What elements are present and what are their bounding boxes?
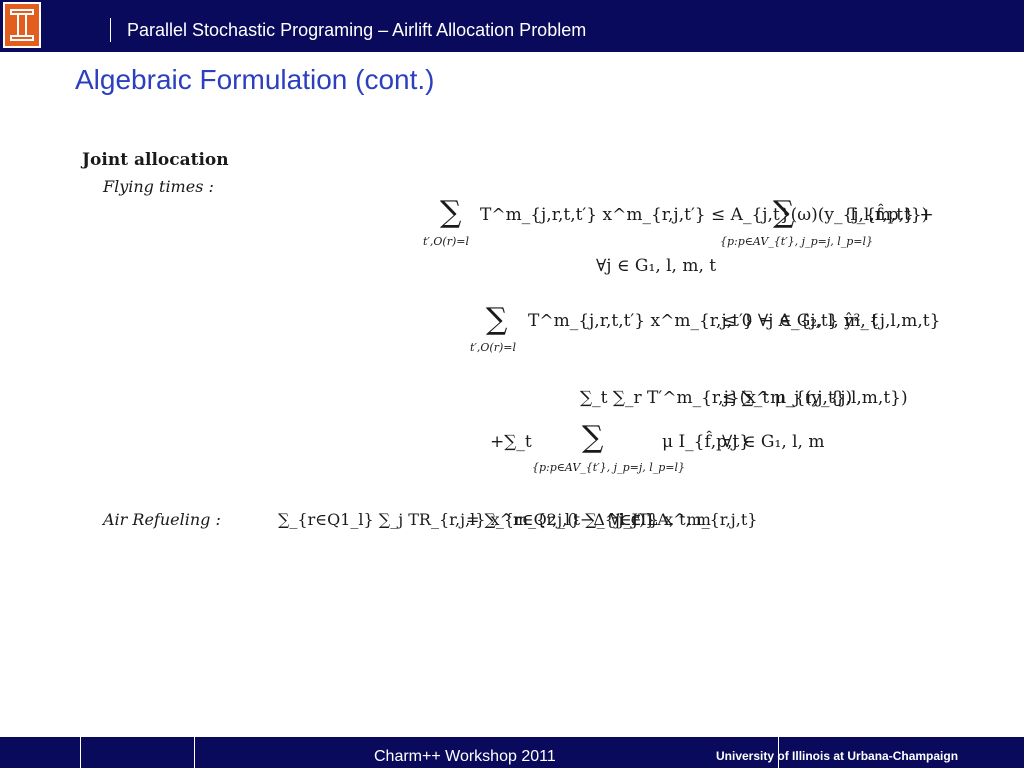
equation-rhs: ≤ 0 ∀j ∈ G₂, l, m, t bbox=[722, 311, 878, 331]
slide-title: Algebraic Formulation (cont.) bbox=[75, 64, 435, 95]
equation-lhs: T^m_{j,r,t,t′} x^m_{r,j,t′} − A_{j,t} ŷ²… bbox=[528, 311, 941, 331]
header-bar: Parallel Stochastic Programing – Airlift… bbox=[0, 0, 1024, 52]
flying-times-label: Flying times : bbox=[103, 177, 214, 196]
equation-lhs: T^m_{j,r,t,t′} x^m_{r,j,t′} ≤ A_{j,t}(ω)… bbox=[480, 205, 934, 225]
summation-symbol: ∑ bbox=[440, 195, 462, 230]
summation-subscript: {p:p∈AV_{t′}, j_p=j, l_p=l} bbox=[720, 235, 874, 248]
footer-bar bbox=[0, 737, 1024, 768]
equation-rhs: = ∑_{r∈Q2_l} ∑_{j∈JT} x^m_{r,j,t} bbox=[466, 510, 758, 529]
footer-separator bbox=[80, 737, 81, 768]
footer-separator bbox=[194, 737, 195, 768]
equation-line2-prefix: +∑_t bbox=[490, 432, 532, 452]
equation-quantifier: ∀j ∈ G₁, l, m bbox=[722, 432, 825, 452]
summation-symbol: ∑ bbox=[773, 195, 795, 230]
summation-symbol: ∑ bbox=[486, 302, 508, 337]
footer-institution: University of Illinois at Urbana-Champai… bbox=[716, 749, 959, 763]
footer-event: Charm++ Workshop 2011 bbox=[374, 748, 556, 765]
header-separator bbox=[110, 18, 111, 42]
equation-quantifier: ∀l ∈ LA, t, m bbox=[610, 510, 711, 529]
joint-allocation-heading: Joint allocation bbox=[82, 150, 229, 170]
equation-line1-left: ∑_t ∑_r T′^m_{r,j}(x^m_{r,j,t}) bbox=[580, 388, 853, 408]
air-refueling-label: Air Refueling : bbox=[103, 510, 221, 529]
equation-line2-term: μ I_{f̂,p,t} bbox=[662, 432, 751, 452]
equation-quantifier: ∀j ∈ G₁, l, m, t bbox=[596, 256, 717, 276]
equation-line1-right: ≤ ∑_t μ_j (y_{j,l,m,t}) bbox=[722, 388, 908, 408]
summation-subscript: {p:p∈AV_{t′}, j_p=j, l_p=l} bbox=[532, 461, 686, 474]
illinois-block-i-icon bbox=[10, 9, 34, 41]
presentation-title: Parallel Stochastic Programing – Airlift… bbox=[127, 20, 587, 40]
equation-lhs: ∑_{r∈Q1_l} ∑_j TR_{r,j,l} x^m_{r,j,(t−Δ^… bbox=[278, 510, 656, 529]
summation-subscript: t′,O(r)=l bbox=[423, 235, 470, 248]
summation-symbol: ∑ bbox=[582, 420, 604, 455]
footer-separator bbox=[778, 737, 779, 768]
equation-rhs: I_{f̂,p,t}) bbox=[850, 205, 929, 225]
summation-subscript: t′,O(r)=l bbox=[470, 341, 517, 354]
illinois-logo bbox=[3, 2, 41, 48]
